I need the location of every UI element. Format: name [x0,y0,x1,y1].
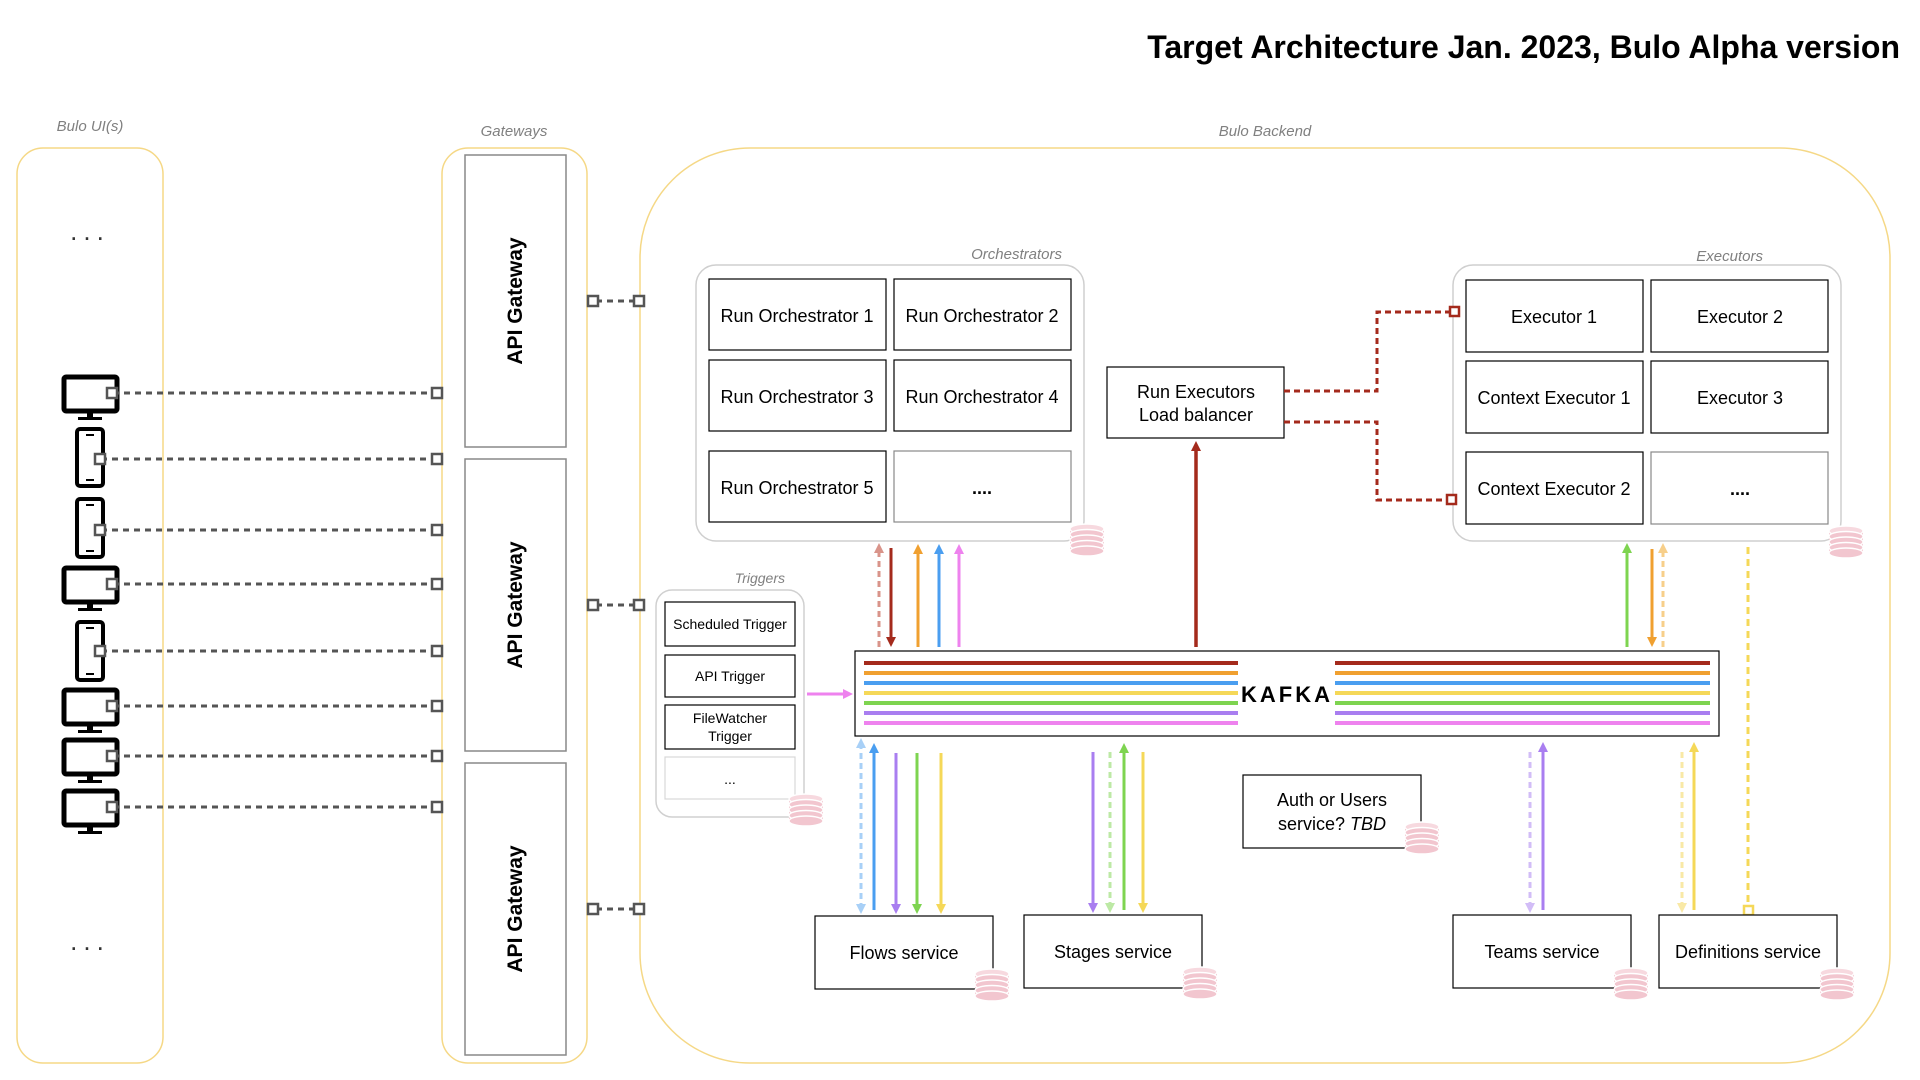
executor-kafka-arrows [1622,543,1668,647]
context-executor-1-label: Context Executor 1 [1477,388,1630,408]
ui-ellipsis-bottom: ... [70,926,110,956]
database-icon [1404,821,1440,855]
auth-service-line2: service? TBD [1278,814,1386,834]
run-orchestrator-3-label: Run Orchestrator 3 [720,387,873,407]
definitions-service [1658,914,1838,989]
run-orchestrator-2-label: Run Orchestrator 2 [905,306,1058,326]
connector-ports [93,386,444,814]
database-icon [974,968,1010,1002]
orchestrator-kafka-arrows [874,543,964,647]
database-icon [1613,967,1649,1001]
executor-3-label: Executor 3 [1697,388,1783,408]
context-executor-2-label: Context Executor 2 [1477,479,1630,499]
group-label-ui: Bulo UI(s) [57,118,124,135]
executor-1-label: Executor 1 [1511,307,1597,327]
executors-container [1452,264,1842,542]
executor-2-label: Executor 2 [1697,307,1783,327]
run-orchestrator-3 [708,359,887,432]
definitions-kafka-arrows [1677,742,1699,913]
auth-users-service [1242,774,1422,849]
api-trigger-label: API Trigger [695,668,765,684]
group-label-orchestrators: Orchestrators [971,246,1062,263]
api-gateway-1 [464,154,567,448]
executor-2 [1650,279,1829,353]
triggers-container [655,589,805,818]
database-icon [1182,966,1218,1000]
group-label-backend: Bulo Backend [1219,123,1312,140]
executor-boxes: Executor 1 Executor 2 Context Executor 1… [1465,279,1829,525]
load-balancer-executor-links [1284,310,1454,502]
api-gateway-2-label: API Gateway [504,541,527,669]
ui-group-container [16,147,164,1064]
executor-more-label: .... [1730,479,1750,499]
run-orchestrator-2 [893,278,1072,351]
scheduled-trigger-label: Scheduled Trigger [673,616,787,632]
trigger-more [664,756,796,800]
kafka-label: KAFKA [1241,682,1333,707]
stages-service-label: Stages service [1054,942,1172,962]
executor-more [1650,451,1829,525]
executor-1 [1465,279,1644,353]
api-gateway-3 [464,762,567,1056]
teams-kafka-arrows [1525,742,1548,913]
run-executors-load-balancer [1106,366,1285,439]
stages-service [1023,914,1203,989]
load-balancer-line2: Load balancer [1139,405,1253,425]
database-icon [1828,525,1864,559]
device-connectors [101,391,432,809]
load-balancer-line1: Run Executors [1137,382,1255,402]
database-icon [1069,523,1105,557]
run-orchestrator-5-label: Run Orchestrator 5 [720,478,873,498]
ui-ellipsis-top: ... [70,216,110,246]
run-orchestrator-5 [708,450,887,523]
stages-kafka-arrows [1088,743,1148,913]
group-label-triggers: Triggers [735,570,785,586]
context-executor-2 [1465,451,1644,525]
api-gateway-1-label: API Gateway [504,237,527,365]
flows-service [814,915,994,990]
kafka-topic-lines [864,661,1710,725]
orchestrator-more [893,450,1072,523]
gateway-backend-connectors [586,294,646,916]
definitions-service-label: Definitions service [1675,942,1821,962]
database-icons [788,523,1864,1002]
teams-service [1452,914,1632,989]
executor-3 [1650,360,1829,434]
filewatcher-trigger-label-2: Trigger [708,728,752,744]
database-icon [1819,967,1855,1001]
context-executor-1 [1465,360,1644,434]
database-icon [788,793,824,827]
run-orchestrator-4 [893,359,1072,432]
group-label-gateways: Gateways [481,123,548,140]
auth-service-line1: Auth or Users [1277,790,1387,810]
flows-service-label: Flows service [849,943,958,963]
api-trigger [664,654,796,698]
group-label-executors: Executors [1696,248,1763,265]
api-gateway-2 [464,458,567,752]
run-orchestrator-1 [708,278,887,351]
run-orchestrator-4-label: Run Orchestrator 4 [905,387,1058,407]
orchestrators-container [695,264,1085,542]
filewatcher-trigger-label-1: FileWatcher [693,710,768,726]
diagram-title: Target Architecture Jan. 2023, Bulo Alph… [1147,29,1900,65]
trigger-more-label: ... [724,771,736,787]
filewatcher-trigger [664,704,796,750]
orchestrator-boxes: Run Orchestrator 1 Run Orchestrator 2 Ru… [708,278,1072,523]
orchestrator-more-label: .... [972,478,992,498]
scheduled-trigger [664,601,796,647]
api-gateway-3-label: API Gateway [504,845,527,973]
run-orchestrator-1-label: Run Orchestrator 1 [720,306,873,326]
teams-service-label: Teams service [1484,942,1599,962]
flows-kafka-arrows [856,738,946,914]
